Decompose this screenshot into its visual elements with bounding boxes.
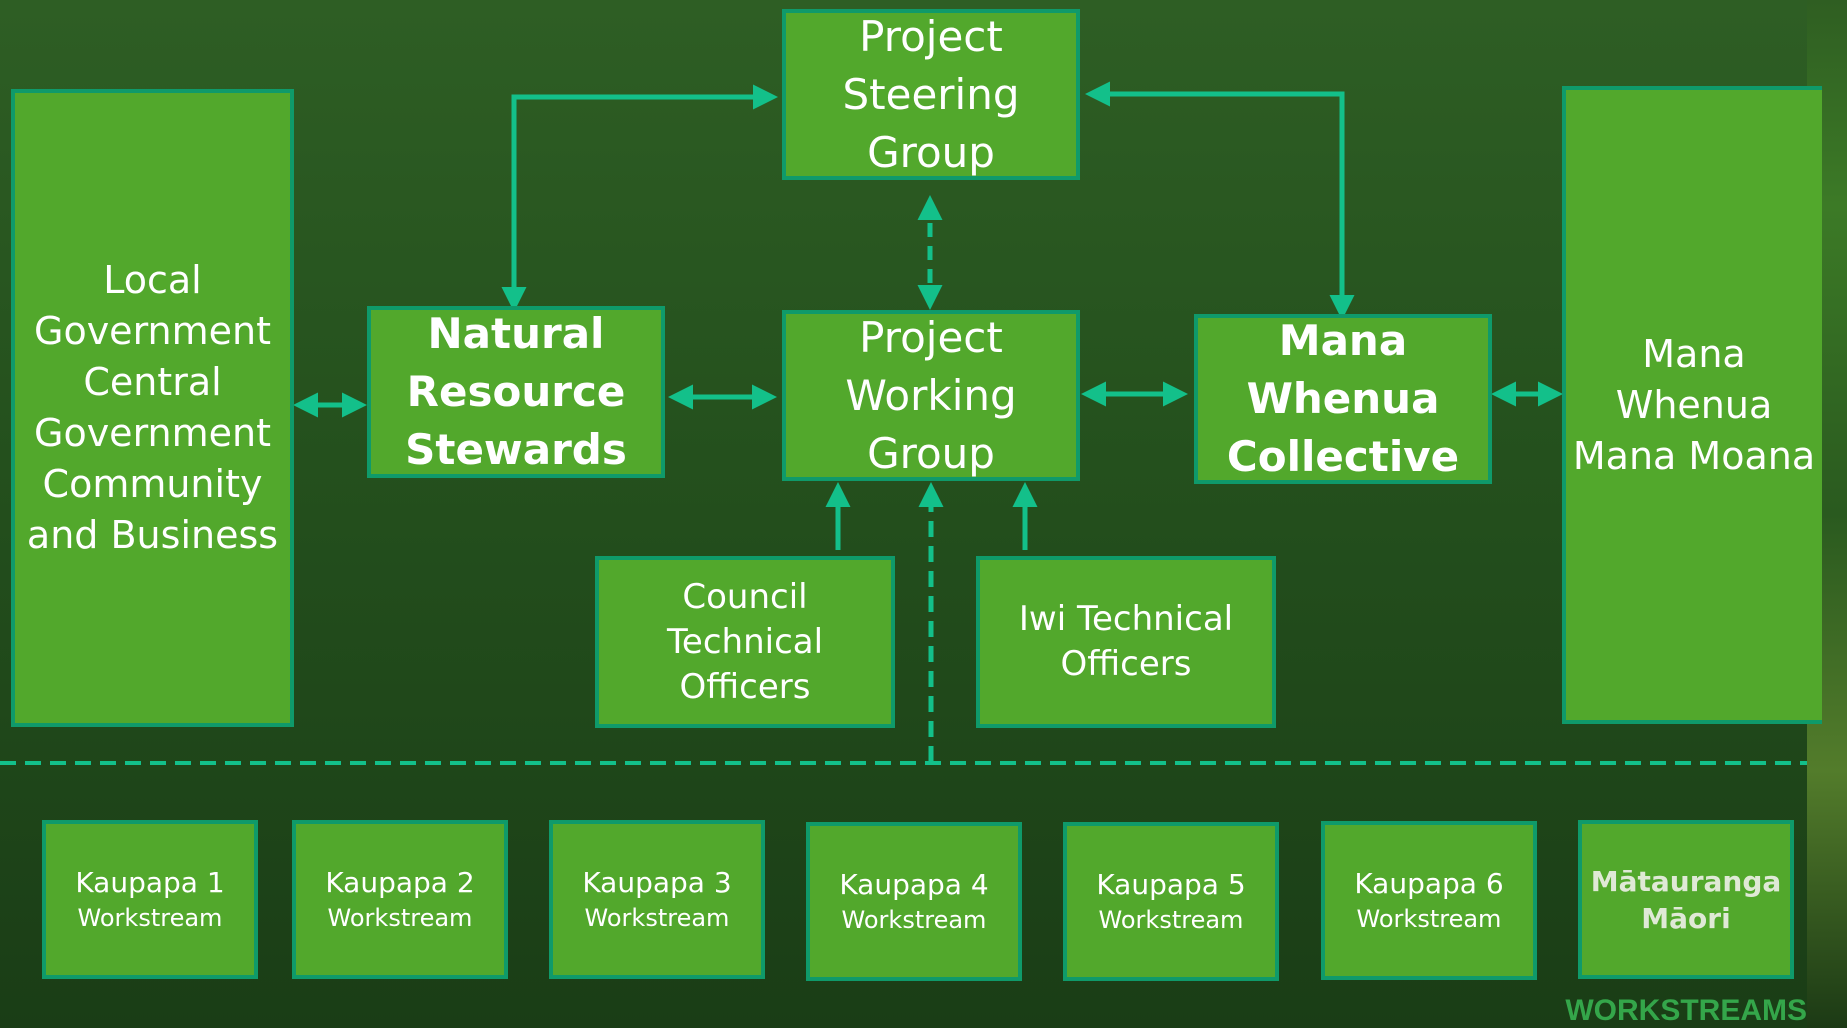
local-line-6: and Business <box>26 513 279 557</box>
workstream-title: Kaupapa 3 <box>582 866 732 899</box>
local-line-3: Central <box>83 360 222 404</box>
workstreams-label: WORKSTREAMS <box>1565 994 1807 1027</box>
project-working-group: Project Working Group <box>782 310 1080 481</box>
manawhenua-line-3: Mana Moana <box>1572 433 1816 478</box>
manawhenua-line-1: Mana <box>1642 331 1746 376</box>
steering-line-3: Group <box>867 127 995 177</box>
workstream-title: Kaupapa 6 <box>1354 867 1504 900</box>
local-line-5: Community <box>42 462 263 506</box>
workstream-title: Kaupapa 5 <box>1096 868 1246 901</box>
iwi-line-2: Officers <box>1060 644 1192 684</box>
workstream-kaupapa-2: Kaupapa 2 Workstream <box>292 820 508 979</box>
mwc-line-1: Mana <box>1278 316 1408 365</box>
workstream-kaupapa-3: Kaupapa 3 Workstream <box>549 820 765 979</box>
arrow-nrs-steering <box>501 84 778 312</box>
project-steering-group: Project Steering Group <box>782 9 1080 180</box>
workstream-sub: Māori <box>1641 901 1731 935</box>
council-technical-officers: Council Technical Officers <box>595 556 895 728</box>
nrs-line-3: Stewards <box>405 425 627 474</box>
working-line-3: Group <box>867 428 995 478</box>
iwi-technical-officers: Iwi Technical Officers <box>976 556 1276 728</box>
workstream-kaupapa-5: Kaupapa 5 Workstream <box>1063 822 1279 981</box>
local-line-2: Government <box>34 309 271 353</box>
workstream-sub: Workstream <box>841 906 987 934</box>
natural-resource-stewards: Natural Resource Stewards <box>367 306 665 478</box>
mana-whenua-collective: Mana Whenua Collective <box>1194 314 1492 484</box>
manawhenua-line-2: Whenua <box>1615 382 1773 427</box>
workstream-kaupapa-4: Kaupapa 4 Workstream <box>806 822 1022 981</box>
workstream-title: Kaupapa 1 <box>75 866 225 899</box>
workstream-sub: Workstream <box>1356 905 1502 933</box>
council-line-1: Council <box>682 576 808 617</box>
mwc-line-3: Collective <box>1226 432 1460 481</box>
workstream-title: Mātauranga <box>1590 864 1782 898</box>
iwi-line-1: Iwi Technical <box>1018 599 1234 639</box>
workstream-kaupapa-6: Kaupapa 6 Workstream <box>1321 821 1537 980</box>
working-line-2: Working <box>845 370 1017 420</box>
local-line-1: Local <box>103 258 202 302</box>
workstream-title: Kaupapa 2 <box>325 866 475 899</box>
steering-line-1: Project <box>859 11 1003 61</box>
mwc-line-2: Whenua <box>1246 374 1440 423</box>
local-government-box: Local Government Central Government Comm… <box>11 89 294 727</box>
workstream-matauranga-maori: Mātauranga Māori <box>1578 820 1794 979</box>
steering-line-2: Steering <box>842 69 1020 119</box>
workstream-title: Kaupapa 4 <box>839 868 989 901</box>
local-line-4: Government <box>34 411 271 455</box>
workstream-sub: Workstream <box>327 904 473 932</box>
nrs-line-1: Natural <box>427 309 605 358</box>
workstream-kaupapa-1: Kaupapa 1 Workstream <box>42 820 258 979</box>
workstream-sub: Workstream <box>1098 906 1244 934</box>
arrow-mwc-steering <box>1085 81 1355 320</box>
nrs-line-2: Resource <box>406 367 626 416</box>
mana-whenua-mana-moana-box: Mana Whenua Mana Moana <box>1562 86 1822 724</box>
council-line-3: Officers <box>679 666 811 707</box>
workstream-sub: Workstream <box>584 904 730 932</box>
council-line-2: Technical <box>666 621 824 662</box>
workstream-sub: Workstream <box>77 904 223 932</box>
working-line-1: Project <box>859 312 1003 362</box>
